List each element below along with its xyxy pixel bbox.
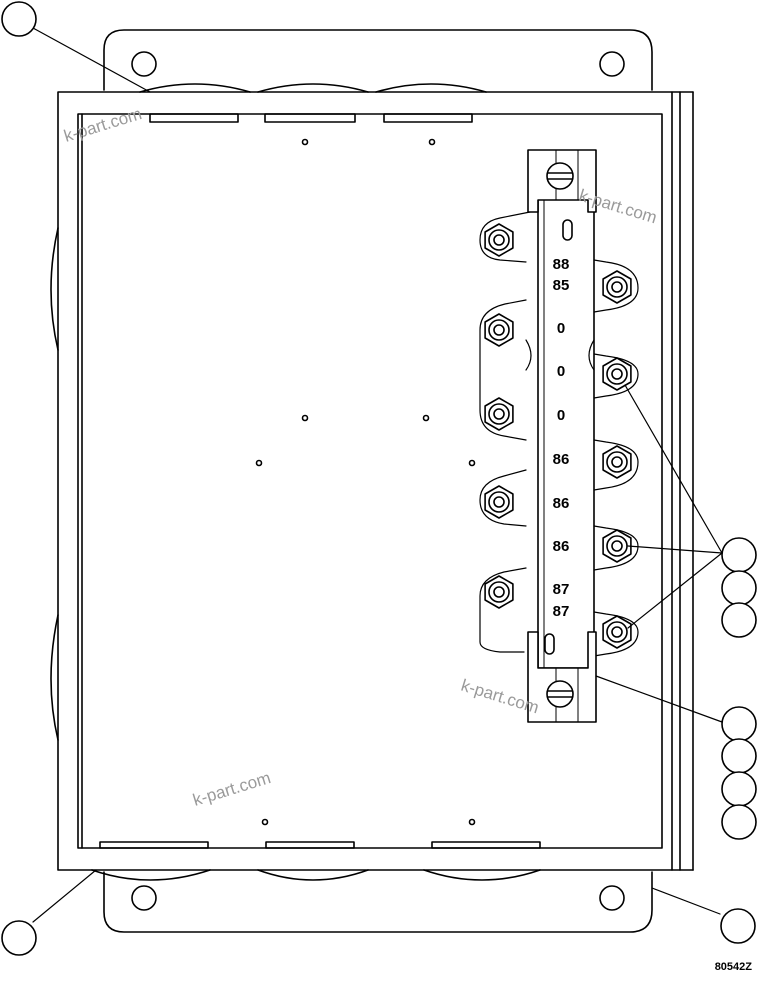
strip-bottom-cap	[527, 631, 597, 723]
bottom-gland	[423, 869, 541, 881]
figure-code: 80542Z	[715, 961, 753, 973]
top-mounting-flange	[103, 29, 653, 91]
bottom-gland	[257, 869, 369, 881]
callout-circle	[721, 706, 757, 742]
hex-nut	[484, 575, 514, 609]
inner-slot	[149, 113, 239, 123]
enclosure-outer	[57, 91, 673, 871]
inner-slot	[431, 841, 541, 849]
top-gland	[257, 83, 369, 93]
watermark: k-part.com	[62, 104, 144, 146]
mounting-hole	[131, 51, 157, 77]
backplate-screw	[255, 459, 263, 467]
callout-circles	[1, 1, 757, 956]
mounting-hole	[599, 51, 625, 77]
callout-circle	[721, 738, 757, 774]
backplate-screw	[428, 138, 436, 146]
callout-circle	[721, 570, 757, 606]
leader-line	[624, 384, 723, 554]
terminal-label: 86	[553, 495, 570, 512]
leader-line	[651, 887, 721, 915]
callout-circle	[721, 804, 757, 840]
terminal-label: 86	[553, 538, 570, 555]
terminal-label: 0	[557, 363, 565, 380]
callout-circle	[1, 1, 37, 37]
top-gland	[375, 83, 487, 93]
cap-screw	[546, 162, 574, 190]
leader-line	[595, 675, 723, 723]
terminal-nuts	[484, 223, 632, 649]
hex-nut	[602, 529, 632, 563]
leader-line	[32, 869, 97, 923]
leader-lines	[32, 27, 723, 923]
left-gland	[50, 227, 59, 351]
enclosure-inner	[77, 113, 663, 849]
watermark: k-part.com	[191, 768, 273, 810]
inner-slot	[99, 841, 209, 849]
backplate-screw	[468, 459, 476, 467]
bottom-gland	[91, 869, 211, 881]
backplate-screw	[422, 414, 430, 422]
inner-slot	[383, 113, 473, 123]
hex-nut	[484, 313, 514, 347]
callout-circle	[720, 908, 756, 944]
top-gland	[139, 83, 251, 93]
terminal-label: 87	[553, 603, 570, 620]
hex-nut	[484, 397, 514, 431]
terminal-label: 88	[553, 256, 570, 273]
callout-circle	[1, 920, 37, 956]
terminal-labels: 88 85 0 0 0 86 86 86 87 87	[553, 256, 570, 620]
terminal-strip	[527, 149, 597, 723]
hex-nut	[602, 270, 632, 304]
hex-nut	[484, 223, 514, 257]
inner-slot	[265, 841, 355, 849]
cap-screw	[546, 680, 574, 708]
leader-line	[32, 27, 151, 93]
leader-line	[627, 545, 723, 554]
terminal-label: 0	[557, 407, 565, 424]
terminal-label: 85	[553, 277, 570, 294]
hex-nut	[484, 485, 514, 519]
backplate-screw	[301, 138, 309, 146]
hex-nut	[602, 357, 632, 391]
hex-nut	[602, 615, 632, 649]
mounting-hole	[131, 885, 157, 911]
backplate-screw	[261, 818, 269, 826]
terminal-label: 0	[557, 320, 565, 337]
callout-circle	[721, 537, 757, 573]
watermark: k-part.com	[577, 186, 659, 228]
strip-slot	[544, 633, 555, 655]
callout-circle	[721, 771, 757, 807]
hex-nut	[602, 445, 632, 479]
mounting-hole	[599, 885, 625, 911]
inner-slot	[264, 113, 356, 123]
bottom-mounting-flange	[103, 871, 653, 933]
left-gland	[50, 614, 59, 741]
backplate-screw	[468, 818, 476, 826]
backplate-screw	[301, 414, 309, 422]
strip-slot	[562, 219, 573, 241]
leader-line	[627, 552, 723, 629]
terminal-label: 87	[553, 581, 570, 598]
callout-circle	[721, 602, 757, 638]
terminal-label: 86	[553, 451, 570, 468]
